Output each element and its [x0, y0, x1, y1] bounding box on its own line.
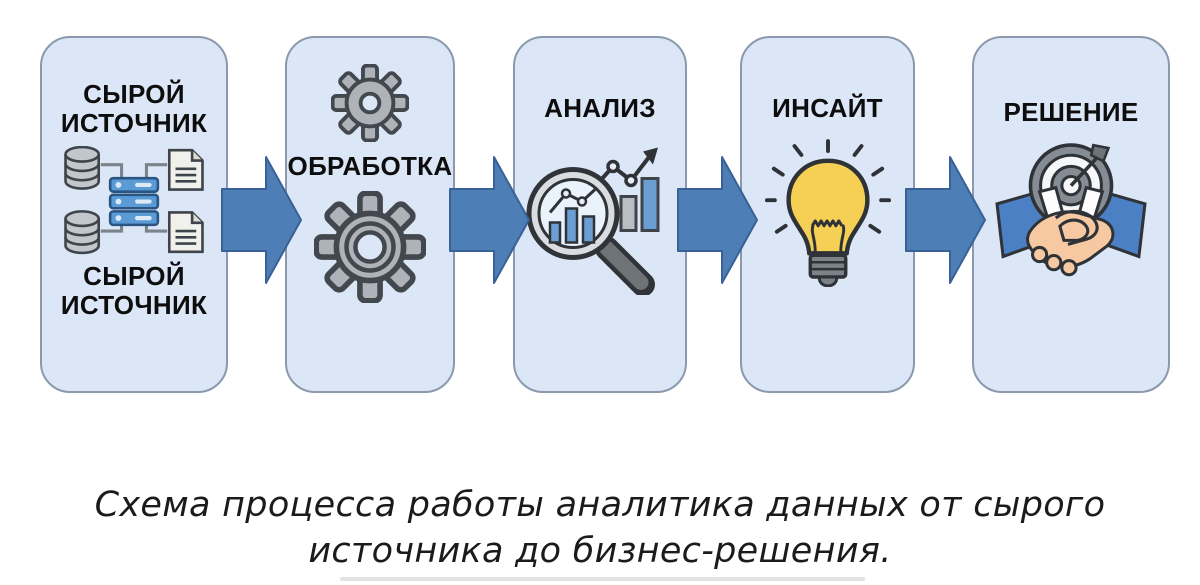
step-title-raw-source-bottom: СЫРОЙ ИСТОЧНИК	[60, 261, 208, 321]
data-sources-icon	[64, 146, 204, 255]
bottom-divider	[340, 577, 865, 581]
target-handshake-icon	[995, 143, 1147, 277]
diagram-caption: Схема процесса работы аналитика данных о…	[0, 483, 1200, 574]
step-title-decision: РЕШЕНИЕ	[1003, 97, 1139, 127]
step-title-processing: ОБРАБОТКА	[287, 151, 453, 181]
gear-large-icon	[314, 191, 426, 304]
step-title-raw-source-top: СЫРОЙ ИСТОЧНИК	[60, 79, 208, 139]
step-title-analysis: АНАЛИЗ	[544, 93, 656, 123]
flow-arrow-icon	[449, 156, 530, 284]
magnifier-chart-icon	[526, 147, 660, 296]
lightbulb-icon	[764, 139, 891, 288]
flow-arrow-icon	[677, 156, 758, 284]
step-card-raw-source: СЫРОЙ ИСТОЧНИК	[40, 36, 228, 393]
flow-arrow-icon	[905, 156, 986, 284]
caption-line-1: Схема процесса работы аналитика данных о…	[94, 485, 1106, 525]
step-title-insight: ИНСАЙТ	[772, 93, 883, 123]
step-card-decision: РЕШЕНИЕ	[972, 36, 1170, 393]
caption-line-2: источника до бизнес-решения.	[308, 530, 892, 571]
step-card-processing: ОБРАБОТКА	[285, 36, 455, 393]
step-card-insight: ИНСАЙТ	[740, 36, 915, 393]
gear-small-icon	[331, 64, 409, 142]
flow-arrow-icon	[221, 156, 302, 284]
step-card-analysis: АНАЛИЗ	[513, 36, 687, 393]
